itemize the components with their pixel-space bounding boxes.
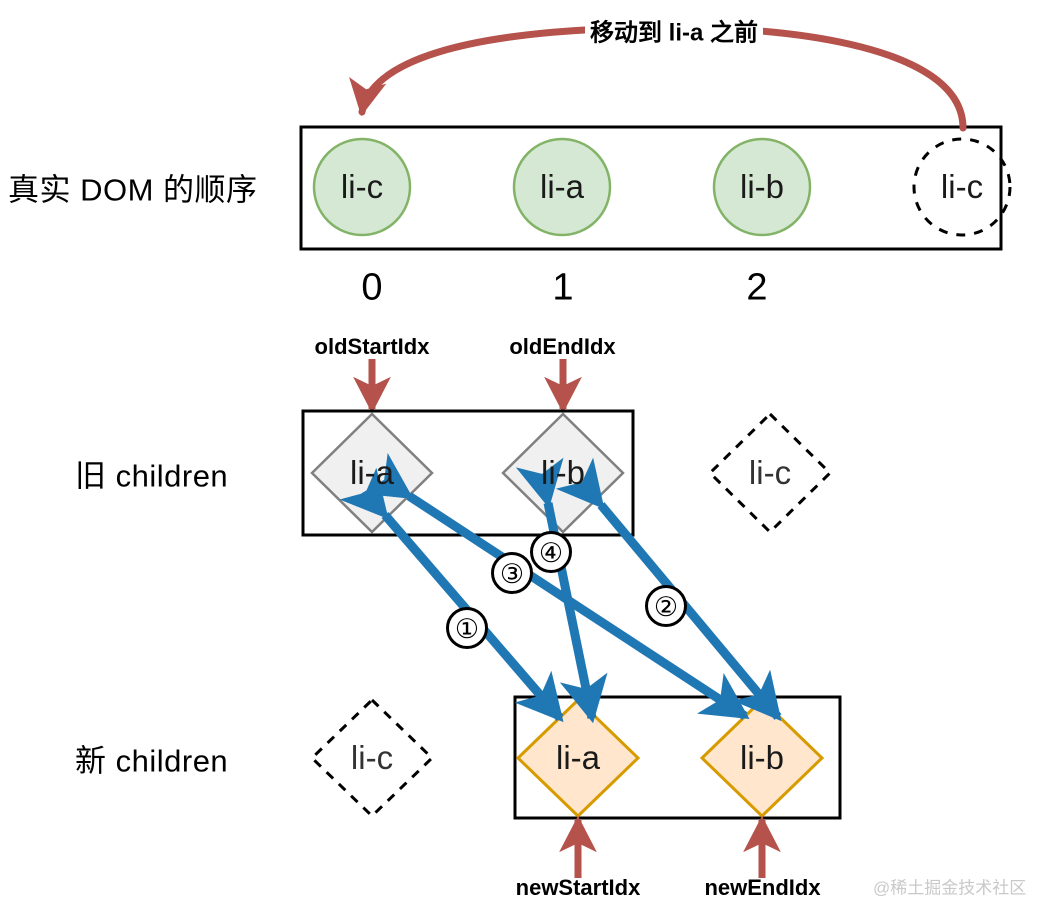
dom-row-container: [299, 125, 1003, 251]
dom-node-li-b: [712, 137, 812, 237]
new-node-li-c-ghost: [309, 697, 435, 819]
old-node-label-1: li-b: [540, 454, 585, 491]
compare-arrow-2: [555, 457, 782, 722]
step-badge-3: ③: [491, 552, 533, 594]
newendidx-label: newEndIdx: [704, 875, 821, 900]
dom-node-li-c-moved: [312, 137, 412, 237]
new-node-label-0: li-c: [350, 739, 394, 776]
newstartidx-label: newStartIdx: [515, 875, 641, 900]
dom-node-label-2: li-b: [739, 168, 784, 205]
old-node-label-2: li-c: [748, 454, 792, 491]
new-node-label-2: li-b: [739, 739, 784, 776]
dom-row-label: 真实 DOM 的顺序: [8, 172, 258, 208]
step-badge-2: ②: [645, 585, 687, 627]
new-node-label-1: li-a: [555, 739, 600, 776]
new-children-label: 新 children: [75, 743, 229, 779]
watermark: @稀土掘金技术社区: [873, 878, 1027, 898]
dom-node-label-3: li-c: [940, 168, 984, 205]
move-arrow-curve-left: [349, 26, 589, 117]
oldendidx-label: oldEndIdx: [509, 334, 616, 359]
index-number-2: 2: [746, 266, 768, 309]
dom-node-label-0: li-c: [340, 168, 384, 205]
index-number-1: 1: [552, 266, 574, 309]
move-arrow-label: 移动到 li-a 之前: [585, 12, 764, 48]
old-node-label-0: li-a: [349, 454, 394, 491]
old-children-label: 旧 children: [75, 458, 229, 494]
step-badge-4: ④: [530, 531, 572, 573]
dom-node-label-1: li-a: [539, 168, 584, 205]
index-number-0: 0: [361, 266, 383, 309]
step-badge-1: ①: [446, 607, 488, 649]
dom-node-li-c-ghost: [912, 137, 1012, 237]
oldstartidx-label: oldStartIdx: [314, 334, 430, 359]
dom-node-li-a: [512, 137, 612, 237]
